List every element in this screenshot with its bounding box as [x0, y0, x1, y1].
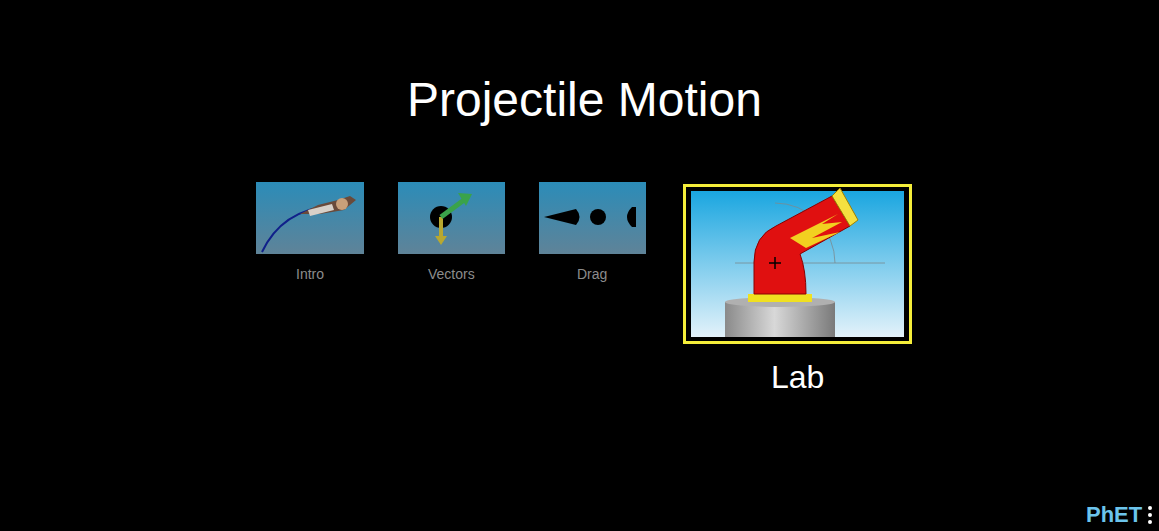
screen-button: Intro — [256, 182, 364, 282]
screen-label: Lab — [771, 359, 824, 396]
screen-button: Lab — [683, 184, 912, 396]
menu-dots — [1148, 506, 1152, 524]
app-title: Projectile Motion — [407, 72, 762, 127]
screen-button: Vectors — [398, 182, 505, 282]
lab-thumbnail — [685, 186, 911, 343]
intro-thumbnail — [256, 182, 364, 254]
drag-thumbnail — [539, 182, 646, 254]
screen-label: Intro — [296, 266, 324, 282]
screen-button: Drag — [539, 182, 646, 282]
screen-label: Drag — [577, 266, 607, 282]
phet-logo: PhET — [1086, 502, 1142, 528]
vectors-thumbnail — [398, 182, 505, 254]
screen-label: Vectors — [428, 266, 475, 282]
